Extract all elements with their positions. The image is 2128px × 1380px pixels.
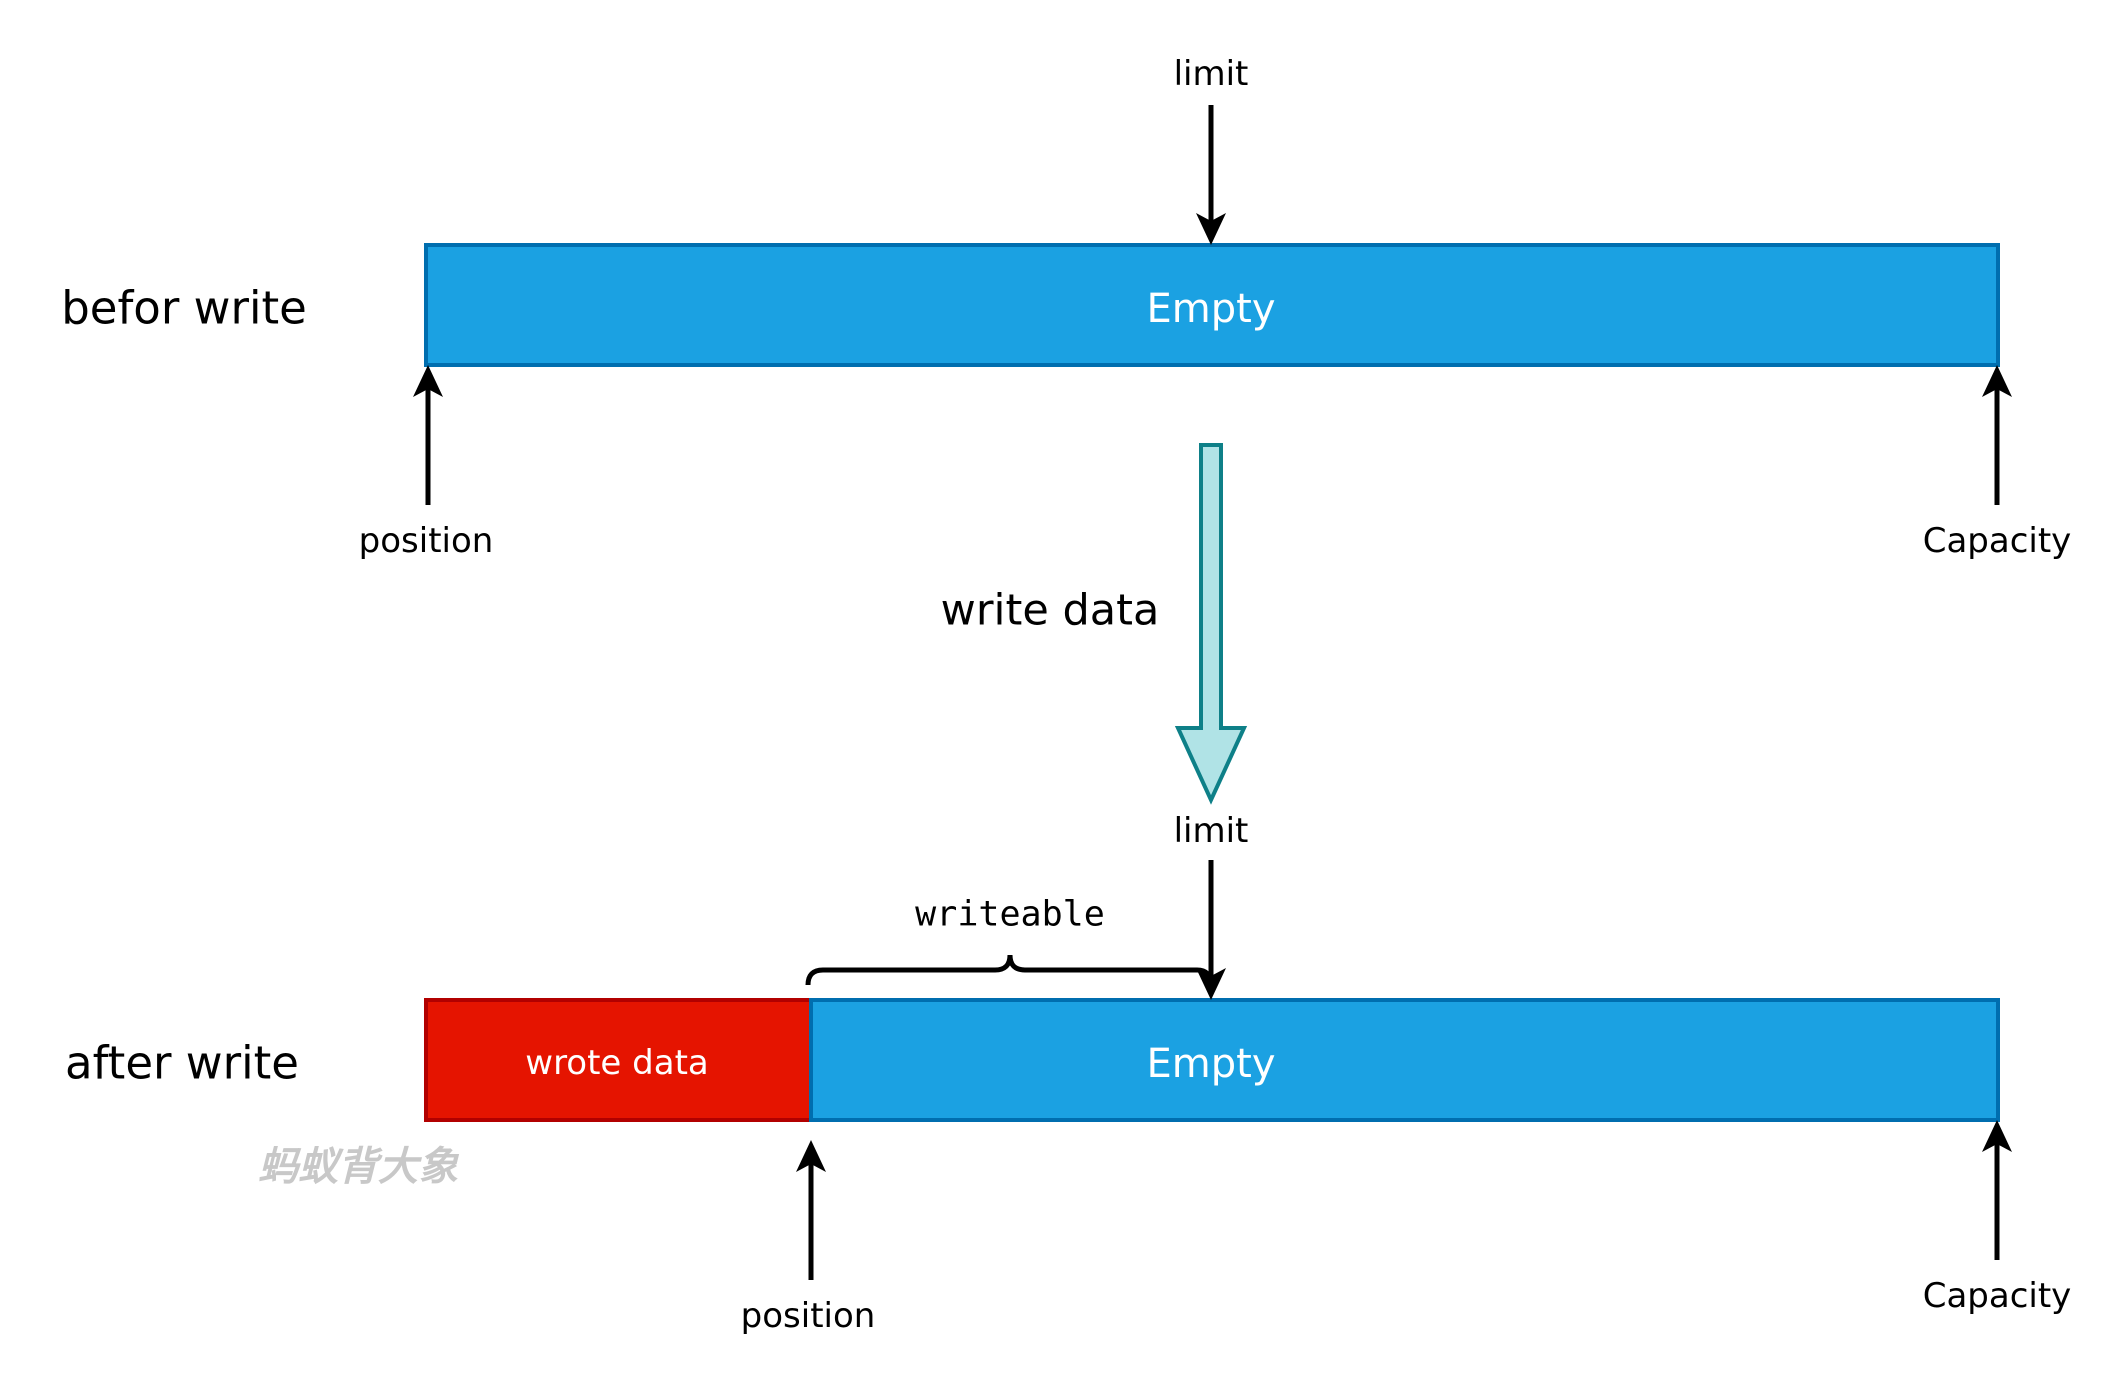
watermark: 蚂蚁背大象 [258, 1144, 458, 1190]
after-capacity-arrow [1982, 1120, 2012, 1260]
before-capacity-label: Capacity [1922, 521, 2072, 561]
before-limit-label: limit [1173, 54, 1249, 94]
writeable-label: writeable [915, 894, 1105, 935]
after-capacity-label: Capacity [1922, 1276, 2072, 1316]
after-wrote-label: wrote data [525, 1043, 709, 1083]
write-data-flow-arrow [1174, 443, 1248, 805]
before-limit-arrow [1196, 105, 1226, 245]
write-data-label: write data [940, 585, 1160, 636]
after-row-label: after write [65, 1036, 299, 1090]
after-empty-label: Empty [1146, 1041, 1276, 1087]
after-empty-block [809, 998, 2000, 1122]
writeable-brace [805, 954, 1214, 986]
before-empty-block [424, 243, 2000, 367]
before-row-label: befor write [61, 281, 307, 335]
before-position-arrow [413, 365, 443, 505]
after-limit-label: limit [1173, 811, 1249, 851]
before-capacity-arrow [1982, 365, 2012, 505]
before-position-label: position [358, 521, 494, 561]
before-empty-label: Empty [1146, 286, 1276, 332]
after-position-label: position [740, 1296, 876, 1336]
after-position-arrow [796, 1140, 826, 1280]
